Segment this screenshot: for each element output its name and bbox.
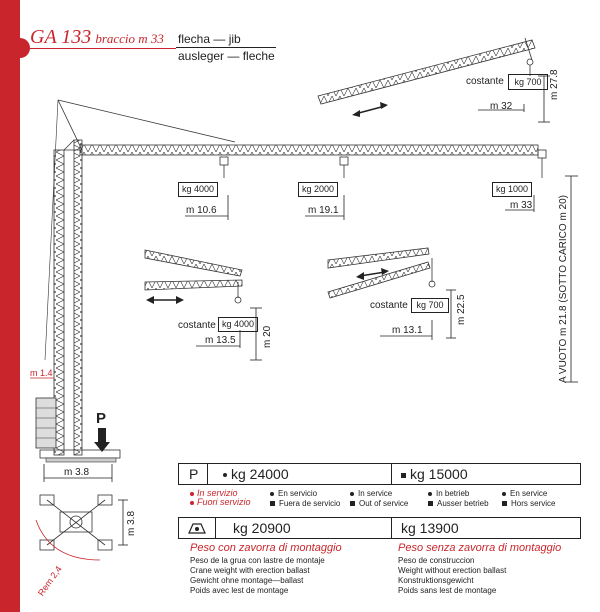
- left-red-bar: [0, 0, 20, 612]
- base-depth: m 3.8: [126, 510, 137, 536]
- weight-row: kg 20900 kg 13900: [178, 517, 581, 539]
- p-label: P: [189, 466, 199, 482]
- model-name: GA 133: [30, 26, 92, 48]
- p-out-service: kg 15000: [401, 466, 468, 482]
- without-ballast-line-4: Poids sans lest de montage: [398, 586, 497, 595]
- left-config-drawing: [144, 249, 262, 361]
- p-row: P kg 24000 kg 15000: [178, 463, 581, 485]
- main-load-dimensions: [185, 195, 535, 220]
- top-load-box: kg 700: [508, 74, 548, 90]
- weight-with-ballast: kg 20900: [233, 520, 291, 536]
- main-jib: [64, 144, 547, 178]
- right-height: m 22.5: [456, 294, 467, 325]
- without-ballast-line-3: Konstruktionsgewicht: [398, 576, 474, 585]
- top-jib-drawing: [317, 37, 550, 123]
- title-underline: [28, 48, 176, 49]
- right-config-drawing: [327, 247, 456, 340]
- weight-icon: [187, 521, 207, 535]
- in-service-de: In betrieb: [428, 489, 469, 498]
- in-service-es: En servicio: [270, 489, 317, 498]
- left-load-box: kg 4000: [218, 317, 258, 332]
- load-box-2: kg 2000: [298, 182, 338, 197]
- left-reach: m 13.5: [205, 335, 236, 346]
- p-in-service: kg 24000: [223, 466, 289, 482]
- out-service-square-icon: [401, 472, 406, 478]
- with-ballast-line-1: Peso de la grua con lastre de montaje: [190, 556, 325, 565]
- with-ballast-line-2: Crane weight with erection ballast: [190, 566, 310, 575]
- out-service-de: Ausser betrieb: [428, 499, 489, 508]
- translation-line-2: ausleger — fleche: [178, 49, 275, 63]
- translation-underline: [176, 47, 276, 48]
- left-constant-label: costante: [178, 320, 216, 331]
- translation-line-1: flecha — jib: [178, 32, 241, 46]
- right-constant-label: costante: [370, 300, 408, 311]
- top-reach: m 32: [490, 101, 513, 112]
- without-ballast-line-2: Weight without erection ballast: [398, 566, 507, 575]
- force-arrow: [94, 428, 110, 452]
- weight-without-ballast: kg 13900: [401, 520, 459, 536]
- reach-2: m 19.1: [308, 205, 339, 216]
- without-ballast-line-1: Peso de construccion: [398, 556, 475, 565]
- load-box-1: kg 4000: [178, 182, 218, 197]
- red-tab: [14, 38, 30, 58]
- left-height: m 20: [262, 325, 273, 348]
- reach-1: m 10.6: [186, 205, 217, 216]
- jib-length: braccio m 33: [95, 31, 164, 46]
- crane-mast: [30, 99, 236, 463]
- in-service-label: In servizio: [190, 488, 238, 498]
- out-service-es: Fuera de servicio: [270, 499, 340, 508]
- mast-offset: m 1.4: [30, 368, 53, 378]
- model-title: GA 133 braccio m 33: [30, 26, 164, 49]
- in-service-fr: En service: [502, 489, 547, 498]
- force-label: P: [96, 410, 107, 427]
- base-width: m 3.8: [64, 467, 90, 478]
- right-reach: m 13.1: [392, 325, 423, 336]
- side-height-line: [565, 175, 578, 383]
- top-constant-label: costante: [466, 76, 504, 87]
- in-service-dot-icon: [223, 473, 227, 478]
- in-service-en: In service: [350, 489, 392, 498]
- right-load-box: kg 700: [411, 298, 449, 313]
- out-service-fr: Hors service: [502, 499, 555, 508]
- top-height: m 27.8: [549, 69, 560, 100]
- out-service-en: Out of service: [350, 499, 408, 508]
- with-ballast-title: Peso con zavorra di montaggio: [190, 542, 342, 554]
- reach-3: m 33: [510, 200, 533, 211]
- with-ballast-line-4: Poids avec lest de montage: [190, 586, 289, 595]
- side-height-text: A VUOTO m 21.8 (SOTTO CARICO m 20): [558, 194, 569, 383]
- base-plan: [35, 464, 128, 561]
- out-service-label: Fuori servizio: [190, 497, 251, 507]
- load-box-3: kg 1000: [492, 182, 532, 197]
- without-ballast-title: Peso senza zavorra di montaggio: [398, 542, 562, 554]
- with-ballast-line-3: Gewicht ohne montage—ballast: [190, 576, 304, 585]
